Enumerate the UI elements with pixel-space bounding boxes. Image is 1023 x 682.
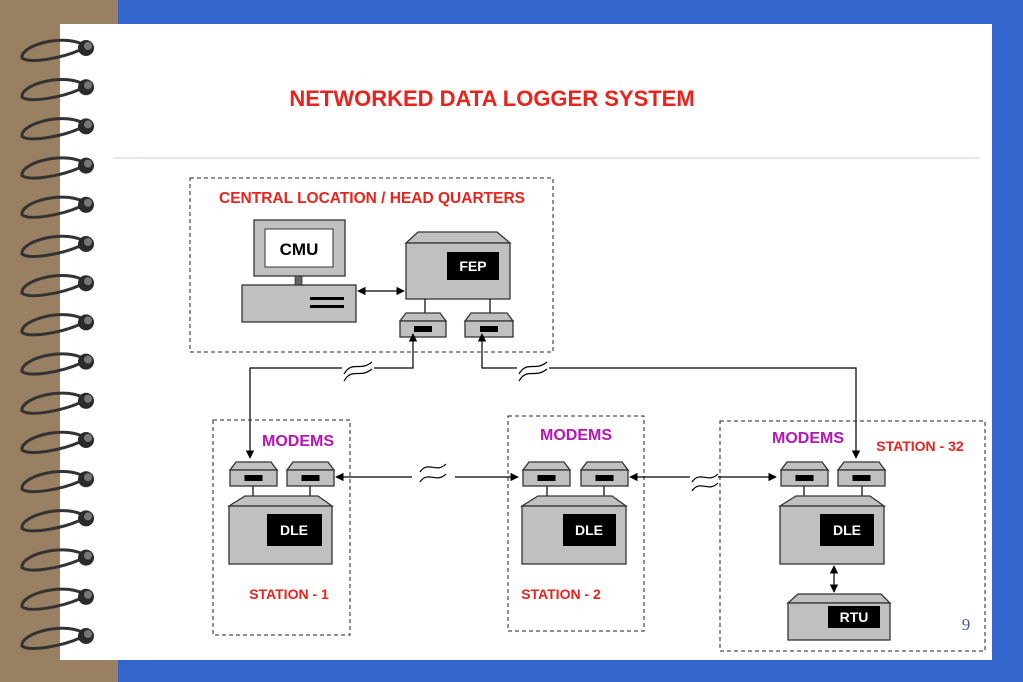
binding-ring <box>20 470 94 494</box>
station-modem-6 <box>836 461 887 487</box>
rtu-unit: RTU <box>786 593 892 641</box>
station-1-dle-label: DLE <box>280 522 308 538</box>
cmu-computer: CMU <box>241 219 357 323</box>
central-heading: CENTRAL LOCATION / HEAD QUARTERS <box>219 190 525 207</box>
station-modem-4 <box>579 461 630 487</box>
binding-ring <box>20 78 94 102</box>
binding-ring <box>20 352 94 376</box>
binding-ring <box>20 195 94 219</box>
hq-links <box>245 333 861 459</box>
binding-ring <box>20 313 94 337</box>
central-modems <box>398 312 515 338</box>
fep-label: FEP <box>459 258 486 274</box>
central-location-box <box>189 177 554 353</box>
binding-ring <box>20 626 94 650</box>
station-32-dle-label: DLE <box>833 522 861 538</box>
station-1-label: STATION - 1 <box>249 586 329 602</box>
station-modem-5 <box>779 461 830 487</box>
binding-ring <box>20 587 94 611</box>
cmu-label: CMU <box>280 240 319 259</box>
binding-ring <box>20 509 94 533</box>
station-32-label: STATION - 32 <box>876 438 964 454</box>
station-modems <box>228 461 887 487</box>
rtu-label: RTU <box>840 609 869 625</box>
fep-modem-1 <box>398 312 448 338</box>
binding-ring <box>20 548 94 572</box>
spiral-binding <box>20 38 94 650</box>
fep-modem-2 <box>463 312 515 338</box>
station-2-modems-label: MODEMS <box>540 427 612 444</box>
binding-ring <box>20 274 94 298</box>
station-32-box <box>719 420 986 652</box>
binding-ring <box>20 117 94 141</box>
station-32-modems-label: MODEMS <box>772 430 844 447</box>
station-1-dle: DLE <box>226 486 335 565</box>
binding-ring <box>20 38 94 62</box>
station-links <box>335 463 777 492</box>
slide-title: NETWORKED DATA LOGGER SYSTEM <box>289 86 694 111</box>
page-number: 9 <box>962 615 971 634</box>
station-modem-3 <box>521 461 572 487</box>
binding-ring <box>20 391 94 415</box>
binding-ring <box>20 234 94 258</box>
binding-ring <box>20 430 94 454</box>
station-modem-1 <box>228 461 279 487</box>
fep-unit: FEP <box>404 231 512 315</box>
binding-ring <box>20 156 94 180</box>
station-2-dle-label: DLE <box>575 522 603 538</box>
station-modem-2 <box>285 461 336 487</box>
station-1-modems-label: MODEMS <box>262 433 334 450</box>
station-32-dle: DLE <box>777 486 887 565</box>
station-1-box <box>212 419 351 636</box>
station-2-label: STATION - 2 <box>521 586 601 602</box>
station-2-dle: DLE <box>519 486 629 565</box>
